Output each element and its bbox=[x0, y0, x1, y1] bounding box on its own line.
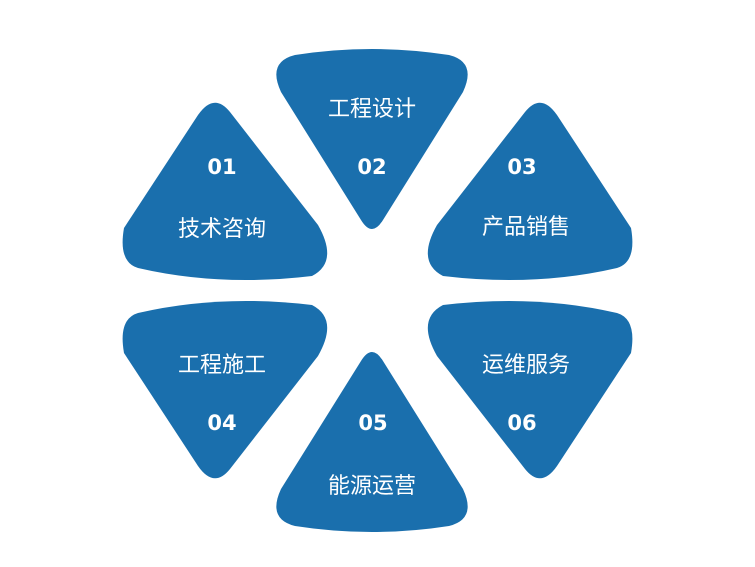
segment-03-label: 产品销售 bbox=[482, 215, 570, 240]
segment-06-shape bbox=[427, 300, 633, 479]
segment-05-number: 05 bbox=[358, 411, 387, 435]
segment-05-label: 能源运营 bbox=[328, 474, 416, 499]
segment-02: 工程设计 02 bbox=[276, 49, 468, 229]
segment-01: 01 技术咨询 bbox=[122, 102, 328, 281]
segment-05: 05 能源运营 bbox=[276, 352, 468, 532]
segment-03: 03 产品销售 bbox=[427, 102, 633, 281]
segment-01-number: 01 bbox=[207, 155, 236, 179]
segment-04-label: 工程施工 bbox=[178, 353, 266, 378]
segment-04-number: 04 bbox=[207, 411, 236, 435]
segment-05-shape bbox=[276, 352, 468, 532]
segment-06-label: 运维服务 bbox=[482, 353, 570, 378]
segment-06: 运维服务 06 bbox=[427, 300, 633, 479]
segment-03-shape bbox=[427, 102, 633, 281]
segment-06-number: 06 bbox=[507, 411, 536, 435]
segment-04: 工程施工 04 bbox=[122, 300, 328, 479]
segment-01-label: 技术咨询 bbox=[178, 217, 266, 242]
segment-02-label: 工程设计 bbox=[328, 97, 416, 122]
segment-01-shape bbox=[122, 102, 328, 281]
segment-02-shape bbox=[276, 49, 468, 229]
segment-03-number: 03 bbox=[507, 155, 536, 179]
segment-04-shape bbox=[122, 300, 328, 479]
segment-02-number: 02 bbox=[357, 155, 386, 179]
